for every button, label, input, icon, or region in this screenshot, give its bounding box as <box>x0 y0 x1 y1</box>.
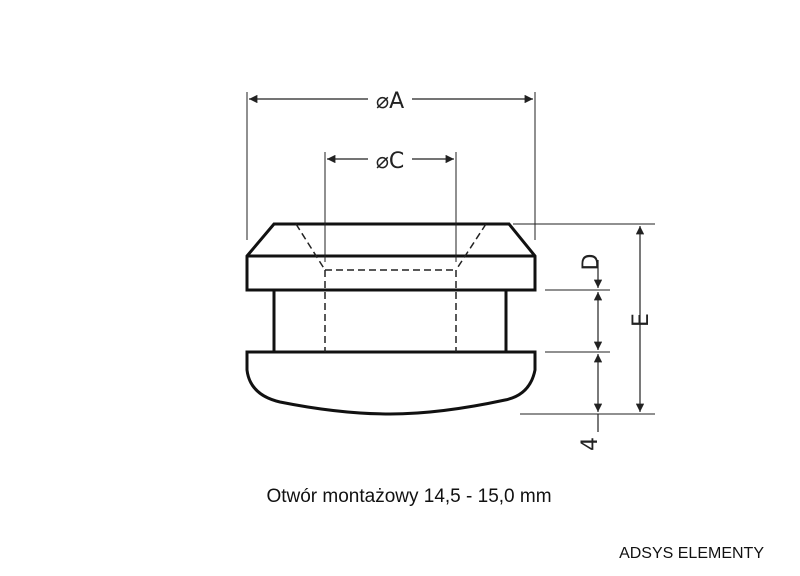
hidden-lines <box>295 223 487 352</box>
neck <box>272 290 508 352</box>
dim-d-label: D <box>579 254 604 271</box>
foot <box>245 350 537 416</box>
mounting-hole-caption: Otwór montażowy 14,5 - 15,0 mm <box>266 486 552 507</box>
dim-c-label: ⌀C <box>376 149 405 174</box>
dim-4-label: 4 <box>578 437 603 451</box>
part-outline <box>245 222 537 416</box>
dim-a-label: ⌀A <box>376 89 404 114</box>
dim-e-label: E <box>629 313 654 327</box>
extension-lines <box>246 92 655 415</box>
brand-label: ADSYS ELEMENTY <box>619 545 764 562</box>
